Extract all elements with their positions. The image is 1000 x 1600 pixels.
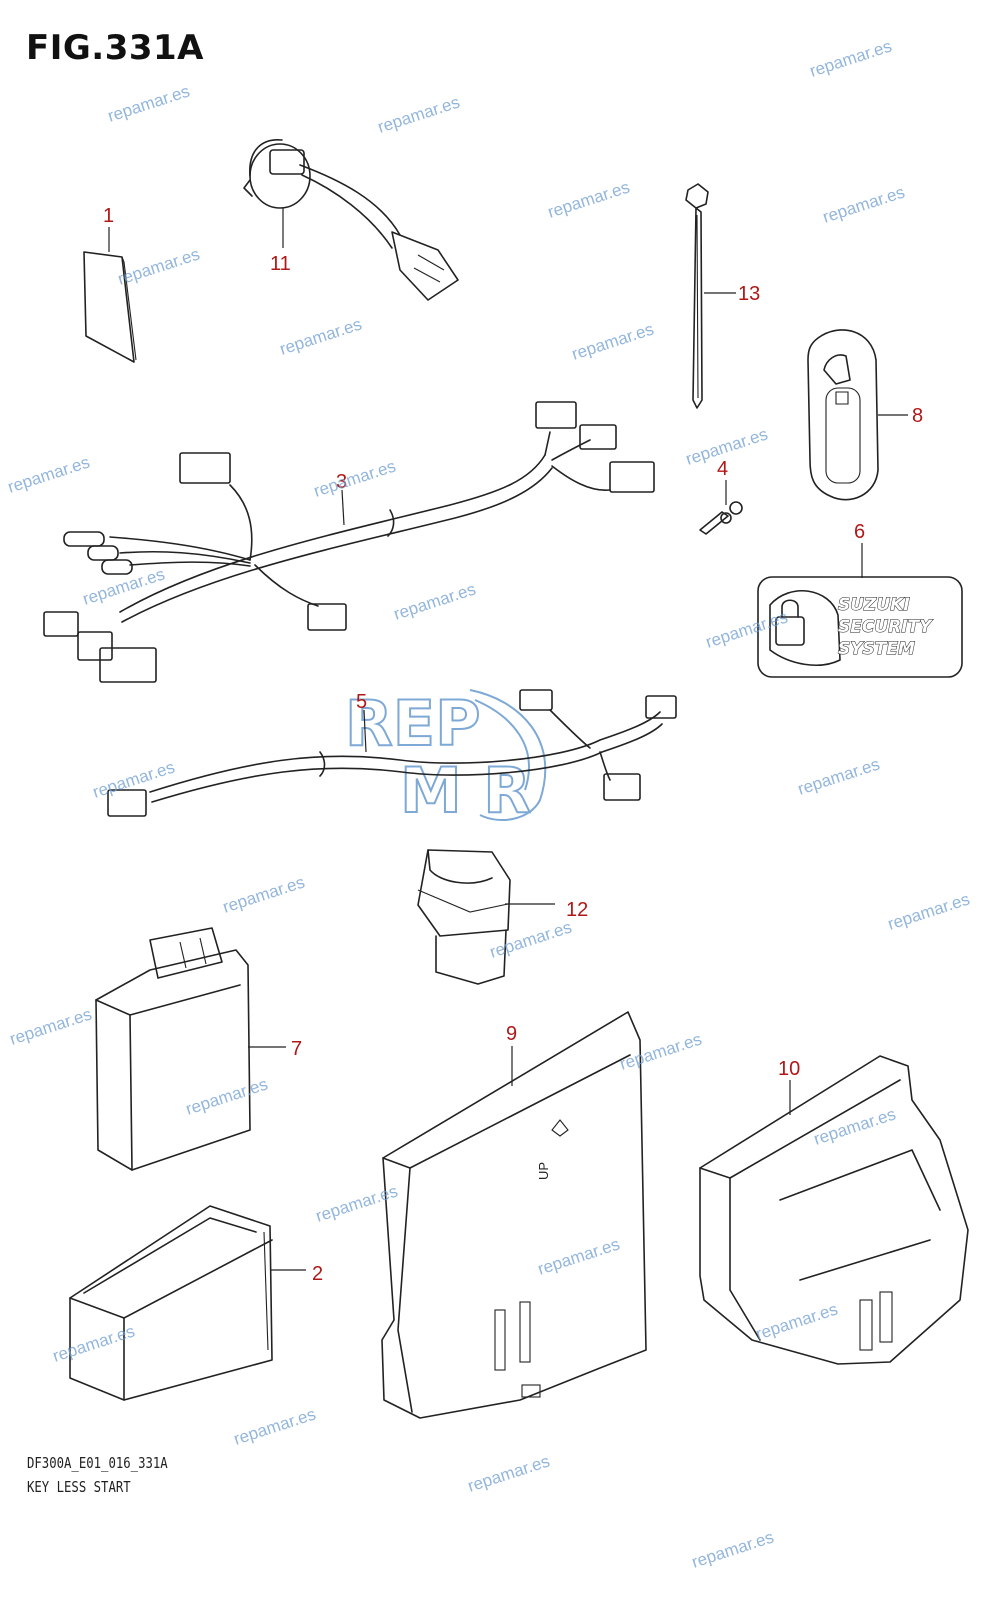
watermark-logo: REP M R xyxy=(344,686,547,828)
watermark-text: repamar.es xyxy=(90,757,177,801)
watermark-text: repamar.es xyxy=(689,1527,776,1571)
watermark-text: repamar.es xyxy=(753,1299,840,1343)
watermark-text: repamar.es xyxy=(535,1234,622,1278)
callout-7[interactable]: 7 xyxy=(291,1038,302,1060)
part-13-cable-tie[interactable] xyxy=(685,183,709,409)
part-7-module[interactable] xyxy=(95,927,251,1171)
watermark-text: repamar.es xyxy=(311,456,398,500)
watermark-text: repamar.es xyxy=(885,889,972,933)
footer-section-name: KEY LESS START xyxy=(27,1478,131,1496)
callout-leaders xyxy=(108,207,908,1271)
callout-3[interactable]: 3 xyxy=(336,471,347,493)
part-5-harness[interactable] xyxy=(107,689,677,817)
part-12-switch[interactable] xyxy=(417,849,511,985)
part-1-label-card[interactable] xyxy=(83,251,137,363)
watermark-text: repamar.es xyxy=(231,1404,318,1448)
part-4-pin-screw[interactable] xyxy=(699,501,743,535)
callout-2[interactable]: 2 xyxy=(312,1263,323,1285)
part-10-bracket[interactable] xyxy=(699,1055,969,1365)
badge-line-2: SECURITY xyxy=(838,617,933,637)
watermark-text: repamar.es xyxy=(220,872,307,916)
watermark-text: repamar.es xyxy=(391,579,478,623)
callout-labels: 1 11 13 8 3 4 6 5 12 7 9 10 2 xyxy=(103,205,923,1285)
badge-line-1: SUZUKI xyxy=(838,595,910,615)
watermark-text: repamar.es xyxy=(183,1074,270,1118)
badge-line-3: SYSTEM xyxy=(838,639,915,659)
part-11-sensor-harness[interactable] xyxy=(243,139,459,301)
watermark-text: repamar.es xyxy=(375,92,462,136)
logo-bottom-text: M R xyxy=(400,754,531,827)
watermark-text: repamar.es xyxy=(115,244,202,288)
watermark-text: repamar.es xyxy=(105,81,192,125)
watermark-text: repamar.es xyxy=(820,182,907,226)
watermark-text: repamar.es xyxy=(545,177,632,221)
figure-title: FIG.331A xyxy=(26,28,204,68)
part-6-security-badge[interactable]: SUZUKI SECURITY SYSTEM xyxy=(757,576,963,678)
watermark-text: repamar.es xyxy=(807,36,894,80)
ecu-up-label: UP xyxy=(536,1162,551,1180)
watermark-text: repamar.es xyxy=(811,1104,898,1148)
watermark-text: repamar.es xyxy=(487,917,574,961)
callout-13[interactable]: 13 xyxy=(738,283,760,305)
part-3-main-harness[interactable] xyxy=(43,401,655,683)
callout-6[interactable]: 6 xyxy=(854,521,865,543)
part-2-holder[interactable] xyxy=(69,1205,273,1401)
watermark-text: repamar.es xyxy=(795,754,882,798)
watermark-text: repamar.es xyxy=(80,564,167,608)
watermark-text: repamar.es xyxy=(617,1029,704,1073)
watermark-text: repamar.es xyxy=(465,1451,552,1495)
part-8-key-fob[interactable] xyxy=(807,329,879,501)
watermark-text: repamar.es xyxy=(277,314,364,358)
callout-9[interactable]: 9 xyxy=(506,1023,517,1045)
callout-11[interactable]: 11 xyxy=(270,253,291,275)
callout-8[interactable]: 8 xyxy=(912,405,923,427)
callout-12[interactable]: 12 xyxy=(566,899,588,921)
watermark-text: repamar.es xyxy=(5,452,92,496)
watermark-text: repamar.es xyxy=(569,319,656,363)
callout-4[interactable]: 4 xyxy=(717,458,728,480)
callout-10[interactable]: 10 xyxy=(778,1058,800,1080)
callout-1[interactable]: 1 xyxy=(103,205,114,227)
callout-5[interactable]: 5 xyxy=(356,691,367,713)
part-9-ecu[interactable]: UP xyxy=(381,1011,647,1419)
logo-top-text: REP xyxy=(345,687,481,760)
watermark-text: repamar.es xyxy=(7,1004,94,1048)
footer-drawing-code: DF300A_E01_016_331A xyxy=(27,1454,168,1472)
